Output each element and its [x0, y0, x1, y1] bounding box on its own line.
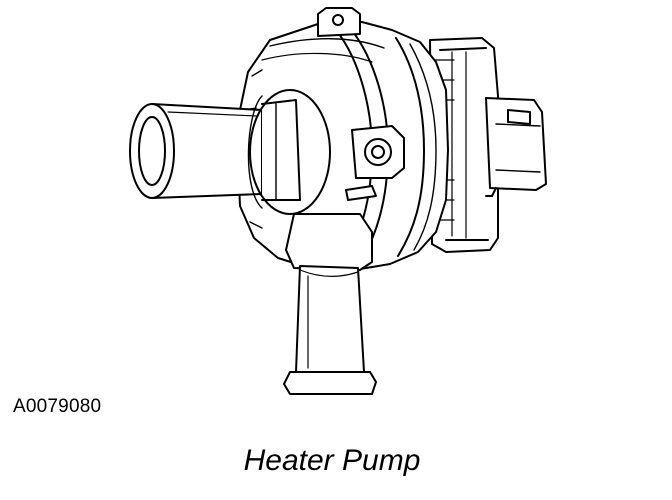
inlet-volute: [247, 89, 331, 215]
outlet-nipple: [283, 213, 377, 395]
figure-caption: Heater Pump: [0, 444, 672, 478]
figure-id-label: A0079080: [13, 396, 102, 417]
mounting-boss: [345, 125, 405, 201]
mounting-tab: [317, 7, 361, 37]
figure-caption-text: Heater Pump: [243, 444, 421, 477]
inlet-nipple: [129, 99, 301, 201]
electrical-connector: [485, 97, 547, 197]
